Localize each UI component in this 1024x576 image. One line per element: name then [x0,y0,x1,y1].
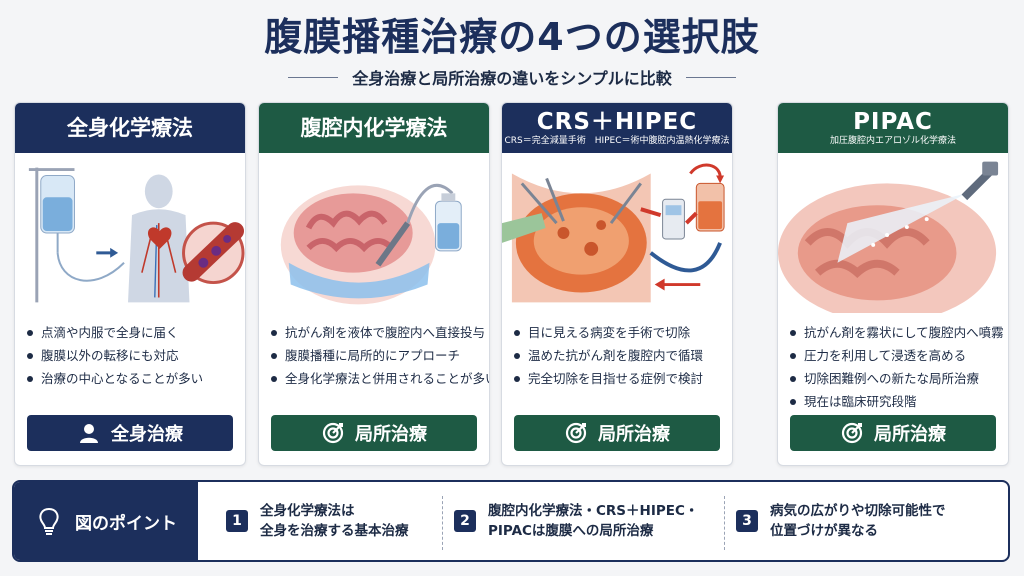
aerosol-spray-illustration [778,153,1008,313]
bullet-dot [790,398,796,405]
bullet-dot [271,329,277,336]
card-header: 全身化学療法 [15,103,245,153]
card-pipac: PIPAC 加圧腹腔内エアロゾル化学療法 抗がん剤を霧状にして腹腔内へ噴霧 圧力… [777,102,1009,466]
page-title: 腹膜播種治療の4つの選択肢 [264,15,760,59]
point-number: 1 [226,510,248,532]
list-item: 抗がん剤を液体で腹腔内へ直接投与 [271,321,485,344]
list-item: 圧力を利用して浸透を高める [790,344,998,367]
lightbulb-icon [39,507,59,535]
subtitle-divider-right [685,76,736,78]
card-header: 腹腔内化学療法 [259,103,489,153]
list-item: 抗がん剤を霧状にして腹腔内へ噴霧 [790,321,1004,344]
iv-drip-body-illustration [15,153,245,313]
card-systemic-chemotherapy: 全身化学療法 点滴や内服で全身に届く 腹膜以外の転移にも対応 治療の中心となるこ… [14,102,246,466]
point-item-1: 1 全身化学療法は 全身を治療する基本治療 [226,482,409,560]
local-treatment-badge: 局所治療 [790,415,996,451]
bullet-dot [514,352,520,359]
card-crs-hipec: CRS＋HIPEC CRS＝完全減量手術 HIPEC＝術中腹腔内温熱化学療法 目… [501,102,733,466]
bullet-dot [27,375,33,382]
point-number: 3 [736,510,758,532]
badge-label: 全身治療 [111,424,183,445]
badge-label: 局所治療 [355,424,427,445]
card-header: PIPAC 加圧腹腔内エアロゾル化学療法 [778,103,1008,153]
badge-label: 局所治療 [598,424,670,445]
key-points-title: 図のポイント [75,513,177,534]
point-divider [724,496,725,550]
badge-label: 局所治療 [874,424,946,445]
point-text: 病気の広がりや切除可能性で 位置づけが異なる [770,503,946,539]
card-title: 腹腔内化学療法 [300,116,448,140]
point-text: 腹腔内化学療法・CRS＋HIPEC・ PIPACは腹膜への局所治療 [488,503,699,539]
list-item: 切除困難例への新たな局所治療 [790,367,998,390]
list-item: 治療の中心となることが多い [27,367,235,390]
list-item: 完全切除を目指せる症例で検討 [514,367,722,390]
key-points-box: 図のポイント 1 全身化学療法は 全身を治療する基本治療 2 腹腔内化学療法・C… [12,480,1010,562]
bullet-dot [790,375,796,382]
local-treatment-badge: 局所治療 [514,415,720,451]
list-item: 全身化学療法と併用されることが多い [271,367,489,390]
bullet-dot [514,375,520,382]
target-icon [322,422,344,444]
local-treatment-badge: 局所治療 [271,415,477,451]
target-icon [565,422,587,444]
intraperitoneal-infusion-illustration [259,153,489,313]
point-divider [442,496,443,550]
card-bullet-list: 点滴や内服で全身に届く 腹膜以外の転移にも対応 治療の中心となることが多い [15,313,245,390]
point-item-3: 3 病気の広がりや切除可能性で 位置づけが異なる [736,482,946,560]
card-intraperitoneal-chemotherapy: 腹腔内化学療法 抗がん剤を液体で腹腔内へ直接投与 腹膜播種に局所的にアプローチ … [258,102,490,466]
card-bullet-list: 目に見える病変を手術で切除 温めた抗がん剤を腹腔内で循環 完全切除を目指せる症例… [502,313,732,390]
point-item-2: 2 腹腔内化学療法・CRS＋HIPEC・ PIPACは腹膜への局所治療 [454,482,698,560]
bullet-dot [271,352,277,359]
surgery-hipec-illustration [502,153,732,313]
point-text: 全身化学療法は 全身を治療する基本治療 [260,503,409,539]
bullet-dot [790,329,796,336]
card-title: CRS＋HIPEC [536,108,698,135]
bullet-dot [790,352,796,359]
bullet-dot [27,352,33,359]
target-icon [841,422,863,444]
bullet-dot [271,375,277,382]
bullet-dot [514,329,520,336]
subtitle-divider-left [288,76,339,78]
card-subtitle: CRS＝完全減量手術 HIPEC＝術中腹腔内温熱化学療法 [504,135,730,146]
card-title: 全身化学療法 [67,116,193,140]
card-bullet-list: 抗がん剤を液体で腹腔内へ直接投与 腹膜播種に局所的にアプローチ 全身化学療法と併… [259,313,489,390]
card-subtitle: 加圧腹腔内エアロゾル化学療法 [829,135,956,146]
card-title: PIPAC [853,108,933,135]
list-item: 温めた抗がん剤を腹腔内で循環 [514,344,722,367]
person-icon [80,424,98,443]
list-item: 腹膜播種に局所的にアプローチ [271,344,479,367]
list-item: 点滴や内服で全身に届く [27,321,235,344]
subtitle-row: 全身治療と局所治療の違いをシンプルに比較 [0,66,1024,88]
list-item: 腹膜以外の転移にも対応 [27,344,235,367]
point-number: 2 [454,510,476,532]
systemic-treatment-badge: 全身治療 [27,415,233,451]
list-item: 目に見える病変を手術で切除 [514,321,722,344]
key-points-header: 図のポイント [14,482,198,560]
page-subtitle: 全身治療と局所治療の違いをシンプルに比較 [352,69,672,88]
bullet-dot [27,329,33,336]
card-header: CRS＋HIPEC CRS＝完全減量手術 HIPEC＝術中腹腔内温熱化学療法 [502,103,732,153]
card-bullet-list: 抗がん剤を霧状にして腹腔内へ噴霧 圧力を利用して浸透を高める 切除困難例への新た… [778,313,1008,413]
list-item: 現在は臨床研究段階 [790,390,998,413]
